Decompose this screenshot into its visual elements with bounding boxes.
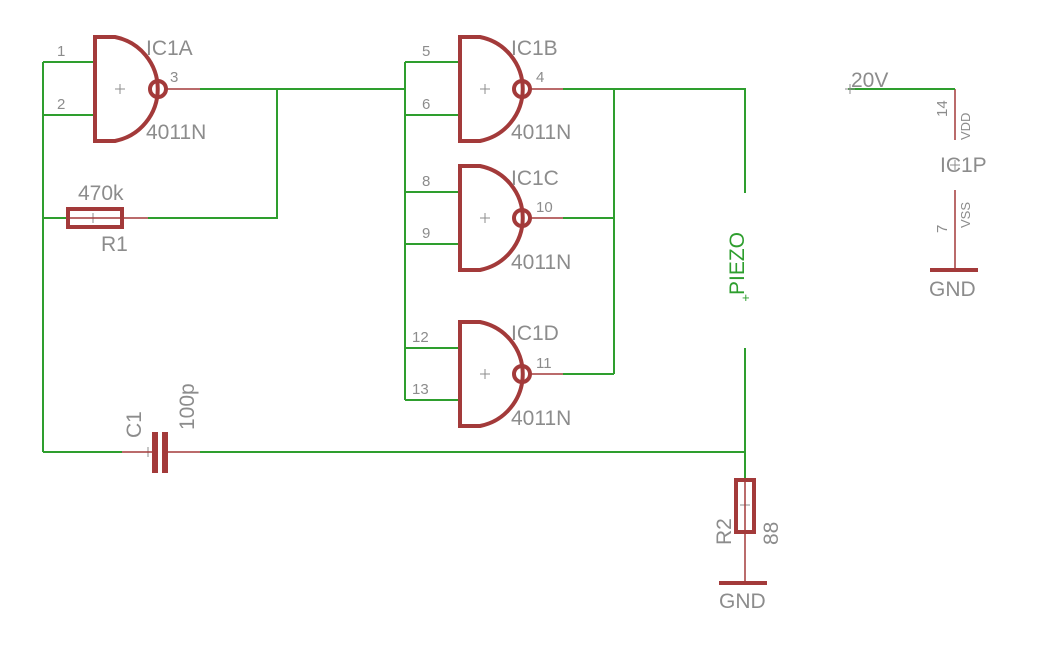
resistor-r2 <box>719 478 767 585</box>
origin-marks <box>88 84 960 510</box>
ic1p-name: IC1P <box>940 154 987 177</box>
gate-ic1a <box>93 35 200 143</box>
gate-ic1c <box>458 164 563 272</box>
ic1a-pin1: 1 <box>57 43 65 60</box>
supply-label: 20V <box>851 69 888 92</box>
r2-name: R2 <box>713 518 736 545</box>
ic1b-pin6: 6 <box>422 96 430 113</box>
power-part-ic1p <box>902 88 978 272</box>
ic1c-type: 4011N <box>511 251 571 274</box>
c1-name: C1 <box>123 411 146 438</box>
ic1a-pin3: 3 <box>170 69 178 86</box>
ic1c-pin8: 8 <box>422 173 430 190</box>
r2-gnd-label: GND <box>719 590 766 613</box>
gate-ic1b <box>458 35 563 143</box>
ic1d-type: 4011N <box>511 407 571 430</box>
ic1b-pin5: 5 <box>422 43 430 60</box>
ic1p-gnd-label: GND <box>929 278 976 301</box>
ic1a-name: IC1A <box>146 37 193 60</box>
gate-ic1d <box>458 320 563 428</box>
r1-value: 470k <box>78 182 124 205</box>
ic1a-pin2: 2 <box>57 96 65 113</box>
vdd-label: VDD <box>958 113 973 140</box>
wire-r1-feedback <box>148 89 278 219</box>
wires <box>42 61 902 480</box>
resistor-r1 <box>66 207 148 229</box>
ic1c-pin10: 10 <box>536 199 553 216</box>
ic1a-type: 4011N <box>146 121 206 144</box>
capacitor-c1 <box>122 432 200 473</box>
ic1d-pin13: 13 <box>412 381 429 398</box>
ic1d-pin11: 11 <box>536 355 552 372</box>
ic1c-pin9: 9 <box>422 225 430 242</box>
r2-value: 88 <box>760 522 783 545</box>
piezo-label: PIEZO <box>726 232 749 295</box>
ic1c-name: IC1C <box>511 167 559 190</box>
ic1d-name: IC1D <box>511 322 559 345</box>
vdd-pin-number: 14 <box>934 100 951 117</box>
wire-output-bus <box>563 88 746 193</box>
vss-pin-number: 7 <box>934 225 951 233</box>
c1-value: 100p <box>176 383 199 430</box>
r1-name: R1 <box>101 233 128 256</box>
ic1d-pin12: 12 <box>412 329 429 346</box>
ic1b-type: 4011N <box>511 121 571 144</box>
ic1b-name: IC1B <box>511 37 558 60</box>
vss-label: VSS <box>958 202 973 228</box>
ic1b-pin4: 4 <box>536 69 544 86</box>
piezo-plus: + <box>742 290 750 305</box>
